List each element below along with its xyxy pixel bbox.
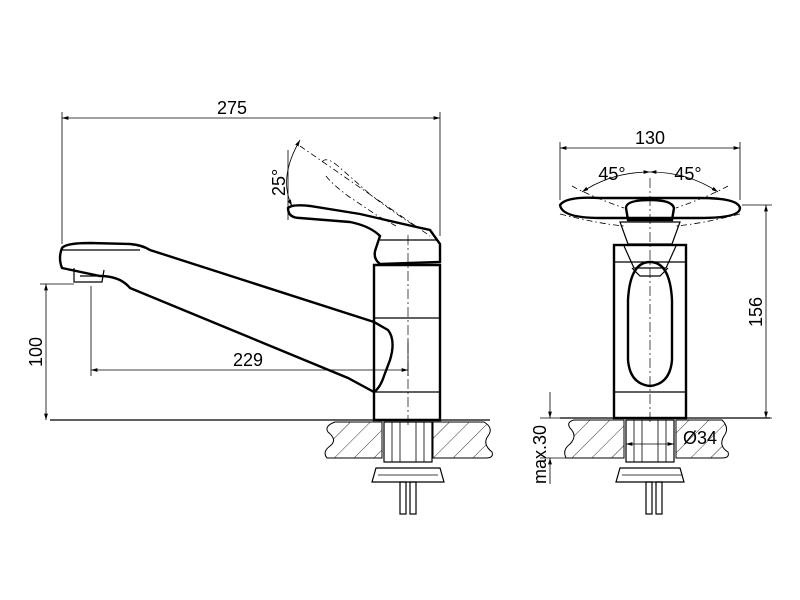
dim-swivel-left-label: 45° [598,164,625,184]
dim-total-height: 156 [690,204,772,419]
dim-front-width: 130 [559,128,741,200]
dim-spout-reach-label: 229 [233,350,263,370]
front-faucet-body [612,178,688,425]
side-lever-handle [286,145,442,266]
dim-hole-diameter: Ø34 [626,428,717,448]
dim-spout-reach: 229 [90,286,409,376]
front-mounting-hardware [615,419,685,515]
dim-front-width-label: 130 [635,128,665,148]
dim-spout-height-label: 100 [26,337,46,367]
dim-side-width: 275 [61,98,441,244]
dim-max-thickness: max.30 [530,392,566,484]
front-view: 130 45° 45° 156 max.30 Ø34 [530,128,772,515]
side-mounting-hardware [371,421,445,515]
front-lever-handle [558,185,742,245]
dim-lever-angle: 25° [269,139,301,207]
front-countertop [560,417,770,459]
dim-max-thickness-label: max.30 [530,425,550,484]
side-spout [58,241,394,394]
dim-hole-diameter-label: Ø34 [683,428,717,448]
dim-lever-angle-label: 25° [269,169,289,196]
side-view: 275 25° 229 100 [26,98,493,515]
dim-swivel-right-label: 45° [674,164,701,184]
dim-swivel-angles: 45° 45° [581,164,719,193]
dim-total-height-label: 156 [746,297,766,327]
side-countertop [50,419,493,459]
dim-spout-height: 100 [26,283,74,420]
dim-side-width-label: 275 [217,98,247,118]
